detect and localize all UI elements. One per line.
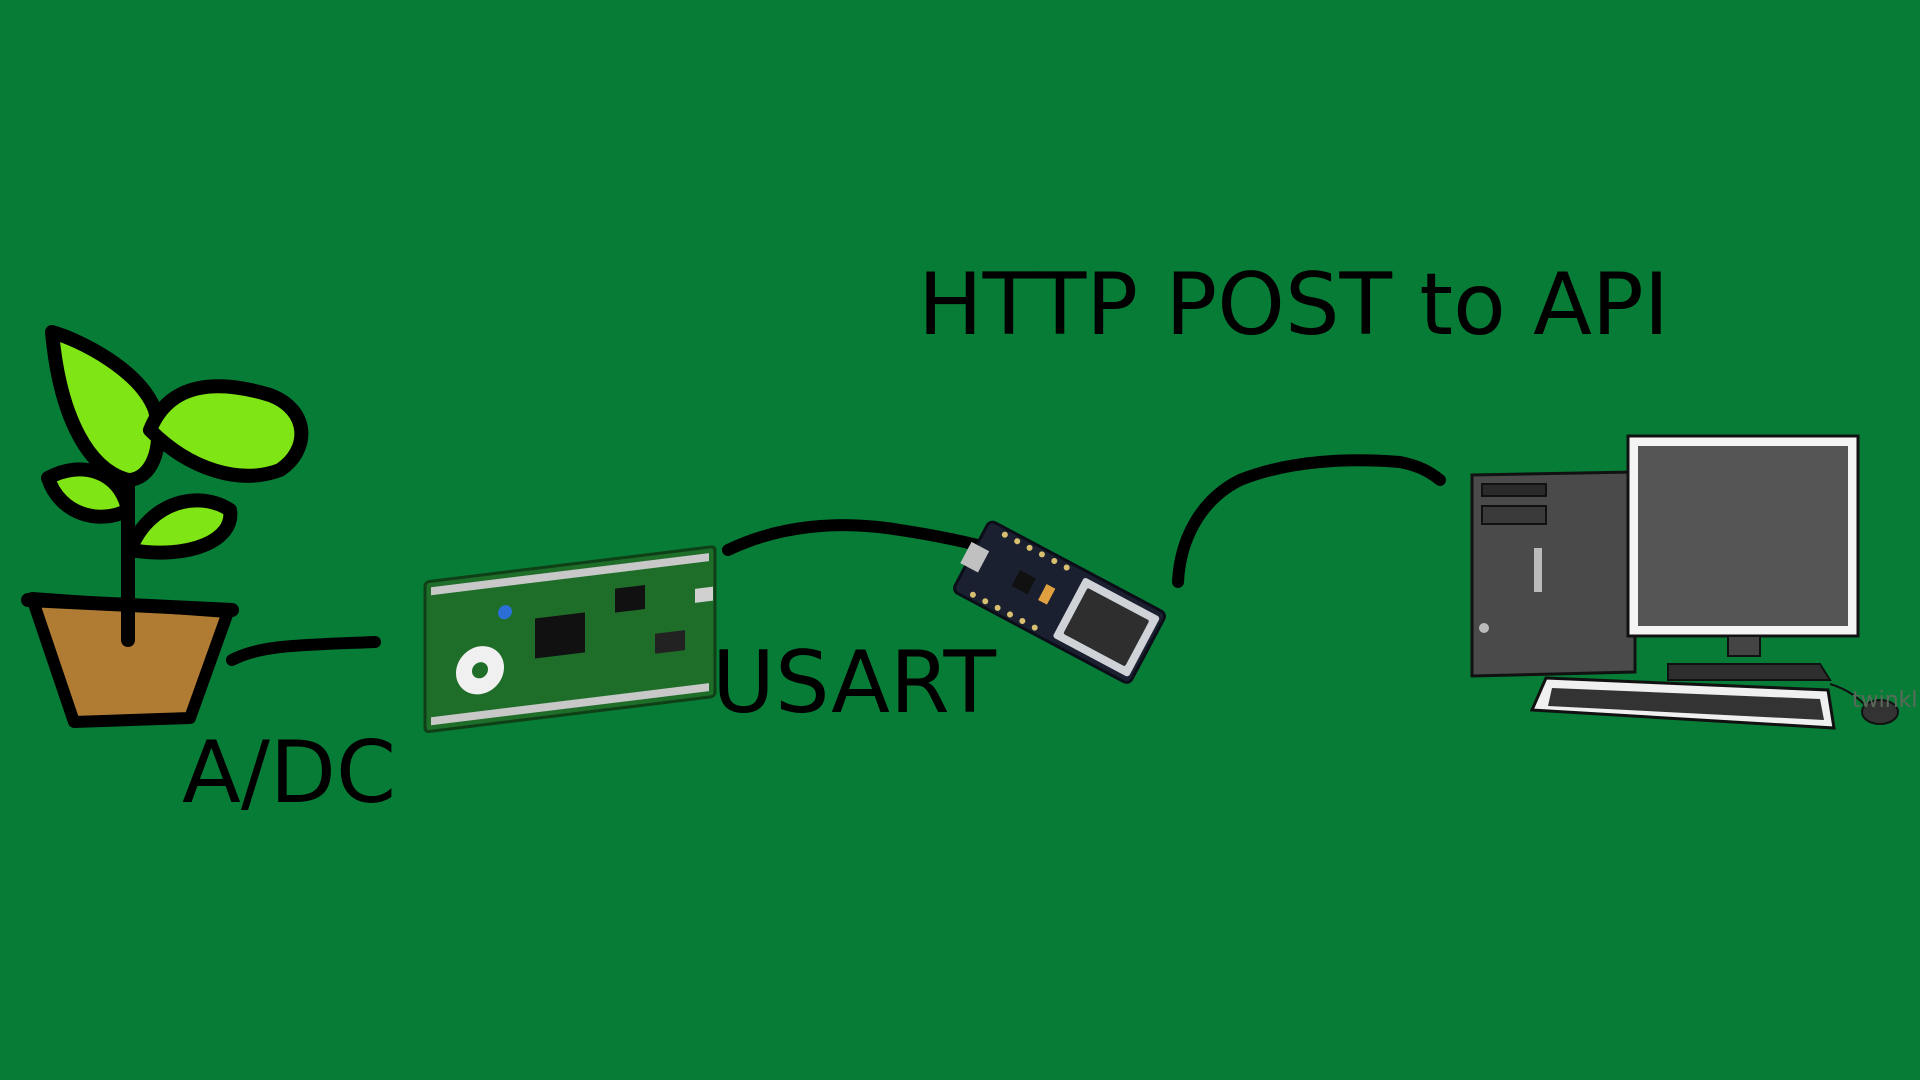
mouse [1861,699,1899,725]
leaf-top-left [45,325,166,487]
wire-stm32-to-esp32 [722,519,996,556]
edge-label-usart: USART [712,633,996,733]
desktop-computer-icon [1470,434,1899,730]
potted-plant-icon [21,325,309,728]
mcu-chip [535,612,585,659]
edge-label-adc: A/DC [182,723,397,823]
edge-label-http: HTTP POST to API [918,255,1670,355]
user-button [498,605,512,620]
watermark: twinkl [1852,688,1918,713]
stm32-discovery-board-icon [423,545,717,734]
computer-tower [1470,470,1637,678]
leaf-top-right [143,379,309,483]
wire-esp32-to-computer [1172,454,1446,588]
leaf-mid-left [41,462,135,524]
monitor-stand [1667,663,1832,681]
monitor-screen [1638,446,1848,626]
esp32-devkit-board-icon [953,520,1166,684]
leaf-mid-right [123,493,238,560]
wire-plant-to-stm32 [226,636,381,666]
